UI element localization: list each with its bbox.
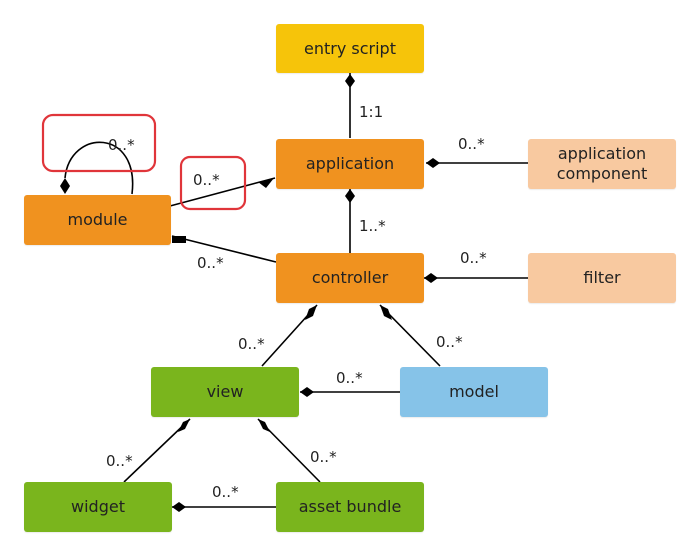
diamond-controller-bottom-left <box>305 305 317 320</box>
node-view-label: view <box>206 382 244 401</box>
mult-model-view: 0..* <box>336 369 363 387</box>
connector-module-application <box>169 177 276 207</box>
mult-widget-view: 0..* <box>106 452 133 470</box>
diamond-module-top <box>60 178 70 194</box>
mult-model-controller: 0..* <box>436 333 463 351</box>
node-asset-bundle-label: asset bundle <box>298 497 402 516</box>
node-module: module <box>24 195 171 245</box>
diamond-application-right <box>426 158 440 168</box>
node-widget: widget <box>24 482 172 532</box>
mult-application-entry: 1:1 <box>359 103 384 121</box>
node-application: application <box>276 139 424 189</box>
node-model: model <box>400 367 548 417</box>
node-controller: controller <box>276 253 424 303</box>
mult-controller-module: 0..* <box>197 254 224 272</box>
mult-module-application: 0..* <box>193 171 220 189</box>
connector-controller-module <box>171 235 277 263</box>
connector-widget-view <box>123 418 191 483</box>
highlight-box-module-application <box>179 155 247 211</box>
node-entry-script-label: entry script <box>304 38 396 58</box>
mult-view-controller: 0..* <box>238 335 265 353</box>
node-entry-script: entry script <box>276 24 424 73</box>
highlight-box-module-self <box>41 113 157 173</box>
node-filter: filter <box>528 253 676 303</box>
node-model-label: model <box>449 382 499 401</box>
mult-controller-application: 1..* <box>359 217 386 235</box>
diamond-view-right <box>300 387 314 397</box>
mult-asset-bundle-widget: 0..* <box>212 483 239 501</box>
diamond-view-bottom-left <box>178 419 190 432</box>
node-controller-label: controller <box>311 268 389 287</box>
node-module-label: module <box>67 210 128 229</box>
mult-component-application: 0..* <box>458 135 485 153</box>
diamond-controller-bottom-right <box>380 305 392 320</box>
diamond-entry-script <box>345 74 355 88</box>
node-view: view <box>151 367 299 417</box>
diamond-application-bottom <box>345 189 355 203</box>
node-application-label: application <box>305 154 395 173</box>
diamond-widget-right <box>172 502 186 512</box>
mult-asset-bundle-view: 0..* <box>310 448 337 466</box>
diamond-view-bottom-right <box>258 419 270 432</box>
diamond-application-left <box>258 178 274 188</box>
diamond-module-right <box>172 236 186 243</box>
mult-module-self: 0..* <box>108 136 135 154</box>
diamond-controller-right <box>424 273 438 283</box>
node-widget-label: widget <box>71 497 125 516</box>
node-asset-bundle: asset bundle <box>276 482 424 532</box>
node-application-component: application component <box>528 139 676 189</box>
mult-filter-controller: 0..* <box>460 249 487 267</box>
node-application-component-label: application component <box>556 144 648 183</box>
connector-module-self-loop <box>64 141 134 195</box>
node-filter-label: filter <box>583 268 621 287</box>
